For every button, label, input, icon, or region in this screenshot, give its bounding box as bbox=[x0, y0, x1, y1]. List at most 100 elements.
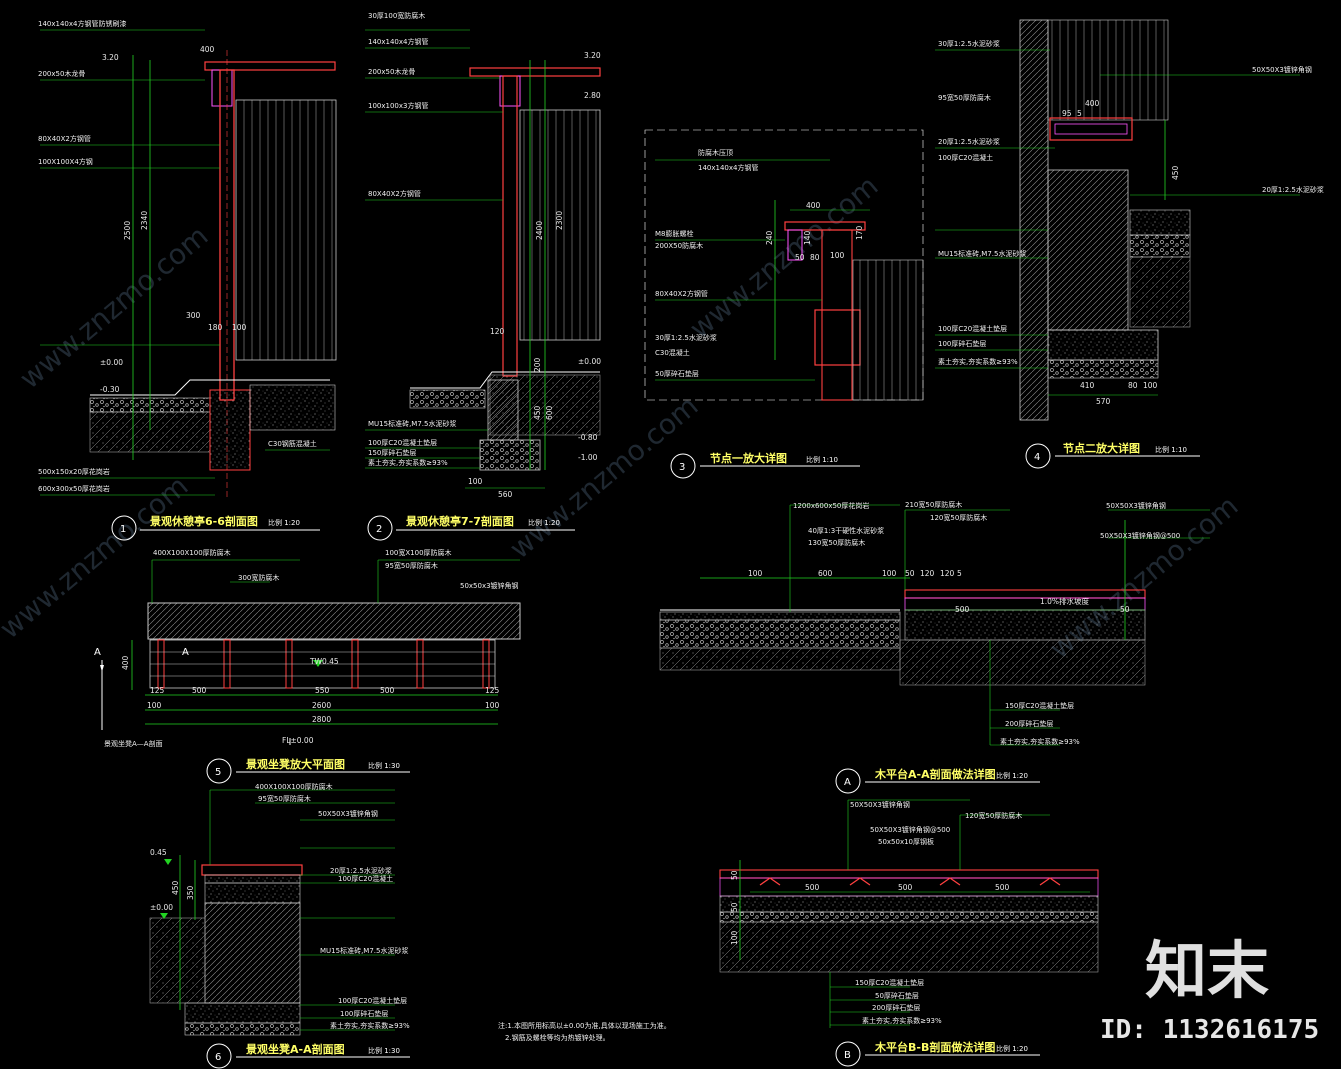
svg-text:比例 1:20: 比例 1:20 bbox=[528, 518, 560, 527]
svg-text:比例 1:30: 比例 1:30 bbox=[368, 1046, 400, 1055]
svg-text:2400: 2400 bbox=[535, 221, 544, 240]
svg-text:20厚1:2.5水泥砂浆: 20厚1:2.5水泥砂浆 bbox=[1262, 185, 1324, 194]
svg-text:100: 100 bbox=[1143, 381, 1158, 390]
svg-text:80: 80 bbox=[1128, 381, 1138, 390]
svg-text:200: 200 bbox=[533, 357, 542, 372]
svg-text:100: 100 bbox=[882, 569, 897, 578]
svg-text:120宽50厚防腐木: 120宽50厚防腐木 bbox=[930, 513, 987, 522]
svg-text:50: 50 bbox=[1120, 605, 1130, 614]
svg-text:景观休憩亭6-6剖面图: 景观休憩亭6-6剖面图 bbox=[149, 514, 258, 528]
svg-text:30厚1:2.5水泥砂浆: 30厚1:2.5水泥砂浆 bbox=[938, 39, 1000, 48]
svg-text:比例 1:10: 比例 1:10 bbox=[1155, 445, 1187, 454]
svg-text:-0.30: -0.30 bbox=[100, 385, 120, 394]
svg-text:100: 100 bbox=[147, 701, 162, 710]
svg-text:100: 100 bbox=[468, 477, 483, 486]
svg-text:200厚碎石垫层: 200厚碎石垫层 bbox=[1005, 719, 1053, 728]
svg-text:4: 4 bbox=[1034, 452, 1040, 463]
svg-text:400X100X100厚防腐木: 400X100X100厚防腐木 bbox=[153, 548, 231, 557]
svg-text:景观休憩亭7-7剖面图: 景观休憩亭7-7剖面图 bbox=[405, 514, 514, 528]
svg-text:-0.80: -0.80 bbox=[578, 433, 598, 442]
svg-text:100: 100 bbox=[748, 569, 763, 578]
svg-text:50: 50 bbox=[905, 569, 915, 578]
svg-text:景观坐凳放大平面图: 景观坐凳放大平面图 bbox=[245, 757, 345, 771]
svg-text:比例 1:10: 比例 1:10 bbox=[806, 455, 838, 464]
detail-4-section bbox=[935, 19, 1300, 421]
svg-text:150厚C20混凝土垫层: 150厚C20混凝土垫层 bbox=[855, 978, 924, 987]
svg-text:节点二放大详图: 节点二放大详图 bbox=[1063, 441, 1140, 455]
svg-text:景观坐凳A—A剖面: 景观坐凳A—A剖面 bbox=[104, 739, 163, 748]
svg-text:3.20: 3.20 bbox=[102, 53, 119, 62]
svg-text:95宽50厚防腐木: 95宽50厚防腐木 bbox=[385, 561, 438, 570]
svg-text:C30钢筋混凝土: C30钢筋混凝土 bbox=[268, 439, 317, 448]
svg-text:TW0.45: TW0.45 bbox=[309, 657, 339, 666]
footnotes: 注:1.本图所用标高以±0.00为准,具体以现场施工为准。 2.钢筋及螺栓等均为… bbox=[498, 1021, 671, 1042]
svg-text:50x50x3镀锌角钢: 50x50x3镀锌角钢 bbox=[460, 581, 519, 590]
svg-text:20厚1:2.5水泥砂浆: 20厚1:2.5水泥砂浆 bbox=[330, 866, 392, 875]
svg-text:95宽50厚防腐木: 95宽50厚防腐木 bbox=[258, 794, 311, 803]
svg-text:2.80: 2.80 bbox=[584, 91, 601, 100]
svg-text:MU15标准砖,M7.5水泥砂浆: MU15标准砖,M7.5水泥砂浆 bbox=[320, 946, 408, 955]
svg-text:30厚100宽防腐木: 30厚100宽防腐木 bbox=[368, 11, 425, 20]
svg-text:80: 80 bbox=[810, 253, 820, 262]
svg-text:注:1.本图所用标高以±0.00为准,具体以现场施工为准。: 注:1.本图所用标高以±0.00为准,具体以现场施工为准。 bbox=[498, 1021, 671, 1030]
svg-text:100厚C20混凝土: 100厚C20混凝土 bbox=[338, 874, 393, 883]
svg-text:50X50X3镀锌角钢: 50X50X3镀锌角钢 bbox=[318, 809, 378, 818]
brand-watermark: 知末 ID: 1132616175 bbox=[1100, 934, 1319, 1045]
svg-text:80X40X2方钢管: 80X40X2方钢管 bbox=[368, 189, 421, 198]
svg-text:400X100X100厚防腐木: 400X100X100厚防腐木 bbox=[255, 782, 333, 791]
svg-text:比例 1:20: 比例 1:20 bbox=[996, 771, 1028, 780]
svg-text:80X40X2方钢管: 80X40X2方钢管 bbox=[655, 289, 708, 298]
svg-text:2500: 2500 bbox=[123, 221, 132, 240]
svg-text:C30混凝土: C30混凝土 bbox=[655, 348, 690, 357]
svg-text:±0.00: ±0.00 bbox=[100, 358, 123, 367]
svg-text:素土夯实,夯实系数≥93%: 素土夯实,夯实系数≥93% bbox=[330, 1021, 410, 1030]
svg-text:100厚C20混凝土垫层: 100厚C20混凝土垫层 bbox=[368, 438, 437, 447]
detail-2-section bbox=[365, 29, 601, 489]
svg-text:素土夯实,夯实系数≥93%: 素土夯实,夯实系数≥93% bbox=[1000, 737, 1080, 746]
detail-6-section bbox=[149, 789, 395, 1036]
svg-text:400: 400 bbox=[121, 655, 130, 670]
svg-text:50: 50 bbox=[730, 870, 739, 880]
svg-text:±0.00: ±0.00 bbox=[150, 903, 173, 912]
svg-text:100厚碎石垫层: 100厚碎石垫层 bbox=[938, 339, 986, 348]
svg-text:-1.00: -1.00 bbox=[578, 453, 598, 462]
svg-text:300: 300 bbox=[186, 311, 201, 320]
svg-text:200厚碎石垫层: 200厚碎石垫层 bbox=[872, 1003, 920, 1012]
svg-text:1.0%排水坡度: 1.0%排水坡度 bbox=[1040, 596, 1090, 606]
svg-text:M8膨胀螺栓: M8膨胀螺栓 bbox=[655, 229, 694, 238]
detail-a-title: A 木平台A-A剖面做法详图 比例 1:20 bbox=[835, 767, 1040, 794]
svg-text:比例 1:20: 比例 1:20 bbox=[268, 518, 300, 527]
svg-text:500x150x20厚花岗岩: 500x150x20厚花岗岩 bbox=[38, 467, 110, 476]
svg-text:450: 450 bbox=[1171, 165, 1180, 180]
svg-text:5: 5 bbox=[957, 569, 962, 578]
svg-text:2600: 2600 bbox=[312, 701, 331, 710]
svg-text:500: 500 bbox=[380, 686, 395, 695]
svg-text:A: A bbox=[182, 647, 189, 658]
svg-text:A: A bbox=[844, 777, 851, 788]
svg-text:570: 570 bbox=[1096, 397, 1111, 406]
svg-text:素土夯实,夯实系数≥93%: 素土夯实,夯实系数≥93% bbox=[862, 1016, 942, 1025]
svg-text:30厚1:2.5水泥砂浆: 30厚1:2.5水泥砂浆 bbox=[655, 333, 717, 342]
svg-text:1: 1 bbox=[120, 524, 126, 535]
svg-text:5: 5 bbox=[215, 767, 221, 778]
svg-text:50X50X3镀锌角钢@500: 50X50X3镀锌角钢@500 bbox=[870, 825, 950, 834]
svg-text:B: B bbox=[844, 1050, 851, 1061]
svg-text:150厚碎石垫层: 150厚碎石垫层 bbox=[368, 448, 416, 457]
svg-text:50x50x10厚钢板: 50x50x10厚钢板 bbox=[878, 837, 934, 846]
detail-6-notes: 400X100X100厚防腐木 95宽50厚防腐木 50X50X3镀锌角钢 20… bbox=[150, 782, 410, 1030]
detail-6-title: 6 景观坐凳A-A剖面图 比例 1:30 bbox=[206, 1042, 410, 1069]
svg-text:120: 120 bbox=[920, 569, 935, 578]
svg-text:100X100X4方钢: 100X100X4方钢 bbox=[38, 157, 93, 166]
detail-b-notes: 50X50X3镀锌角钢 120宽50厚防腐木 50X50X3镀锌角钢@500 5… bbox=[730, 800, 1022, 1025]
svg-text:350: 350 bbox=[186, 885, 195, 900]
svg-text:0.45: 0.45 bbox=[150, 848, 167, 857]
svg-text:500: 500 bbox=[192, 686, 207, 695]
svg-text:3: 3 bbox=[679, 462, 685, 473]
svg-text:MU15标准砖,M7.5水泥砂浆: MU15标准砖,M7.5水泥砂浆 bbox=[938, 249, 1026, 258]
svg-text:FL±0.00: FL±0.00 bbox=[282, 736, 314, 745]
svg-text:400: 400 bbox=[806, 201, 821, 210]
detail-2-title: 2 景观休憩亭7-7剖面图 比例 1:20 bbox=[367, 514, 575, 541]
detail-5-plan bbox=[100, 559, 521, 745]
svg-text:210宽50厚防腐木: 210宽50厚防腐木 bbox=[905, 500, 962, 509]
detail-5-title: 5 景观坐凳放大平面图 比例 1:30 bbox=[206, 757, 410, 784]
